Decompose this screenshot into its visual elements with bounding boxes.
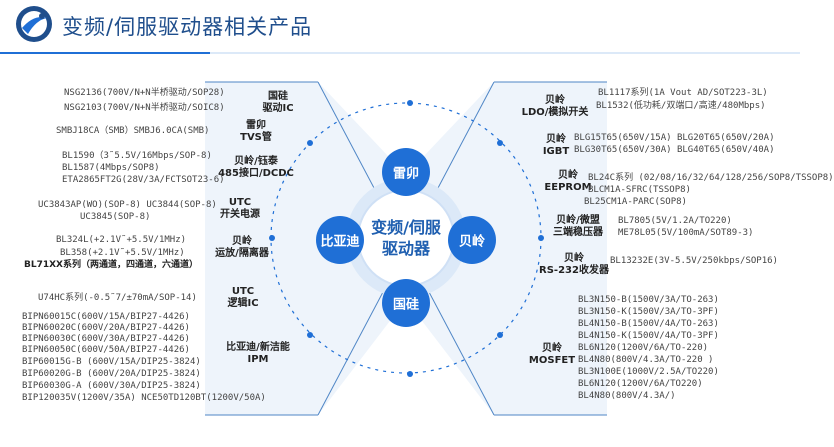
- left-category: 贝岭运放/隔离器: [215, 236, 269, 259]
- right-part: BL7805(5V/1.2A/TO220): [618, 216, 732, 226]
- title-underline: [0, 52, 800, 54]
- brand-circle-left: [316, 216, 364, 264]
- brand-label-bottom: 国硅: [392, 297, 420, 313]
- orbit-dot: [269, 235, 275, 241]
- right-part: BL1532(低功耗/双端口/高速/480Mbps): [596, 101, 766, 111]
- right-category: 贝岭/微盟三端稳压器: [553, 215, 603, 238]
- product-diagram: [205, 81, 607, 416]
- left-part: BIPN60015C(600V/15A/BIP27-4426): [22, 312, 190, 322]
- left-part: UC3845(SOP-8): [80, 212, 151, 222]
- right-part: BLG15T65(650V/15A) BLG20T65(650V/20A): [574, 133, 775, 143]
- center-title: 变频/伺服 驱动器: [371, 217, 441, 259]
- left-part: BIP60015G-B (600V/15A/DIP25-3824): [22, 357, 201, 367]
- right-part: BL4N80(800V/4.3A/TO-220 ): [578, 355, 714, 365]
- orbit-dot: [407, 371, 413, 377]
- brand-circle-bottom: [382, 279, 430, 327]
- left-part: BL1587(4Mbps/SOP8): [62, 163, 160, 173]
- orbit-dot: [497, 140, 503, 146]
- left-part: U74HC系列(-0.5˜7/±70mA/SOP-14): [38, 293, 197, 303]
- left-part: NSG2103(700V/N+N半桥驱动/SOIC8): [64, 103, 225, 113]
- left-category: 国硅驱动IC: [262, 91, 294, 114]
- orbit-dot: [407, 100, 413, 106]
- right-part: BLG30T65(650V/30A) BLG40T65(650V/40A): [574, 145, 775, 155]
- center-title-line1: 变频/伺服: [371, 218, 441, 237]
- right-part: BL25CM1A-PARC(SOP8): [584, 197, 687, 207]
- left-part: BIPN60030C(600V/30A/BIP27-4426): [22, 334, 190, 344]
- left-part: BIP60020G-B (600V/20A/DIP25-3824): [22, 369, 201, 379]
- right-part: BL4N150-K(1500V/4A/TO-3PF): [578, 331, 719, 341]
- orbit-dot: [307, 140, 313, 146]
- left-part: SMBJ18CA（SMB）SMBJ6.0CA(SMB): [56, 126, 210, 136]
- left-part: BIPN60050C(600V/50A/BIP27-4426): [22, 345, 190, 355]
- left-part: BL1590（3˜5.5V/16Mbps/SOP-8): [62, 151, 212, 161]
- brand-label-left: 比亚迪: [320, 234, 360, 250]
- brand-label-top: 雷卯: [392, 166, 420, 182]
- right-part: BL4N80(800V/4.3A/): [578, 391, 676, 401]
- brand-label-right: 贝岭: [458, 234, 486, 250]
- left-part: BL71XX系列（两通道，四通道，六通道）: [24, 260, 198, 270]
- brand-circle-right: [448, 216, 496, 264]
- left-part: BL324L(+2.1V˜+5.5V/1MHz): [56, 235, 187, 245]
- right-part: BL1117系列(1A Vout AD/SOT223-3L): [598, 88, 768, 98]
- company-logo: [16, 6, 52, 42]
- left-part: ETA2865FT2G(28V/3A/FCTSOT23-6): [62, 175, 225, 185]
- left-part: BL358(+2.1V˜+5.5V/1MHz): [60, 248, 185, 258]
- left-part: NSG2136(700V/N+N半桥驱动/SOP28): [64, 88, 225, 98]
- right-part: BL3N150-B(1500V/3A/TO-263): [578, 295, 719, 305]
- left-funnel: [205, 82, 406, 415]
- left-part: BIP60030G-A (600V/30A/DIP25-3824): [22, 381, 201, 391]
- right-part: BL3N150-K(1500V/3A/TO-3PF): [578, 307, 719, 317]
- right-part: BL13232E(3V-5.5V/250kbps/SOP16): [610, 256, 778, 266]
- right-part: BL6N120(1200V/6A/TO220): [578, 379, 703, 389]
- right-funnel: [406, 82, 607, 415]
- right-part: BL24C系列 (02/08/16/32/64/128/256/SOP8/TSS…: [588, 173, 834, 183]
- page-title: 变频/伺服驱动器相关产品: [62, 15, 313, 39]
- left-part: UC3843AP(WO)(SOP-8) UC3844(SOP-8): [38, 200, 217, 210]
- orbit-dot: [497, 332, 503, 338]
- center-title-line2: 驱动器: [381, 239, 431, 258]
- right-part: ME78L05(5V/100mA/SOT89-3): [618, 228, 754, 238]
- right-part: BL3N100E(1000V/2.5A/TO220): [578, 367, 719, 377]
- right-part: BLCM1A-SFRC(TSSOP8): [588, 185, 691, 195]
- right-part: BL6N120(1200V/6A/TO-220): [578, 343, 709, 353]
- left-part: BIPN60020C(600V/20A/BIP27-4426): [22, 323, 190, 333]
- orbit-dot: [307, 332, 313, 338]
- left-part: BIP120035V(1200V/35A) NCE50TD120BT(1200V…: [22, 393, 266, 403]
- right-part: BL4N150-B(1500V/4A/TO-263): [578, 319, 719, 329]
- orbit-dot: [538, 235, 544, 241]
- brand-circle-top: [382, 148, 430, 196]
